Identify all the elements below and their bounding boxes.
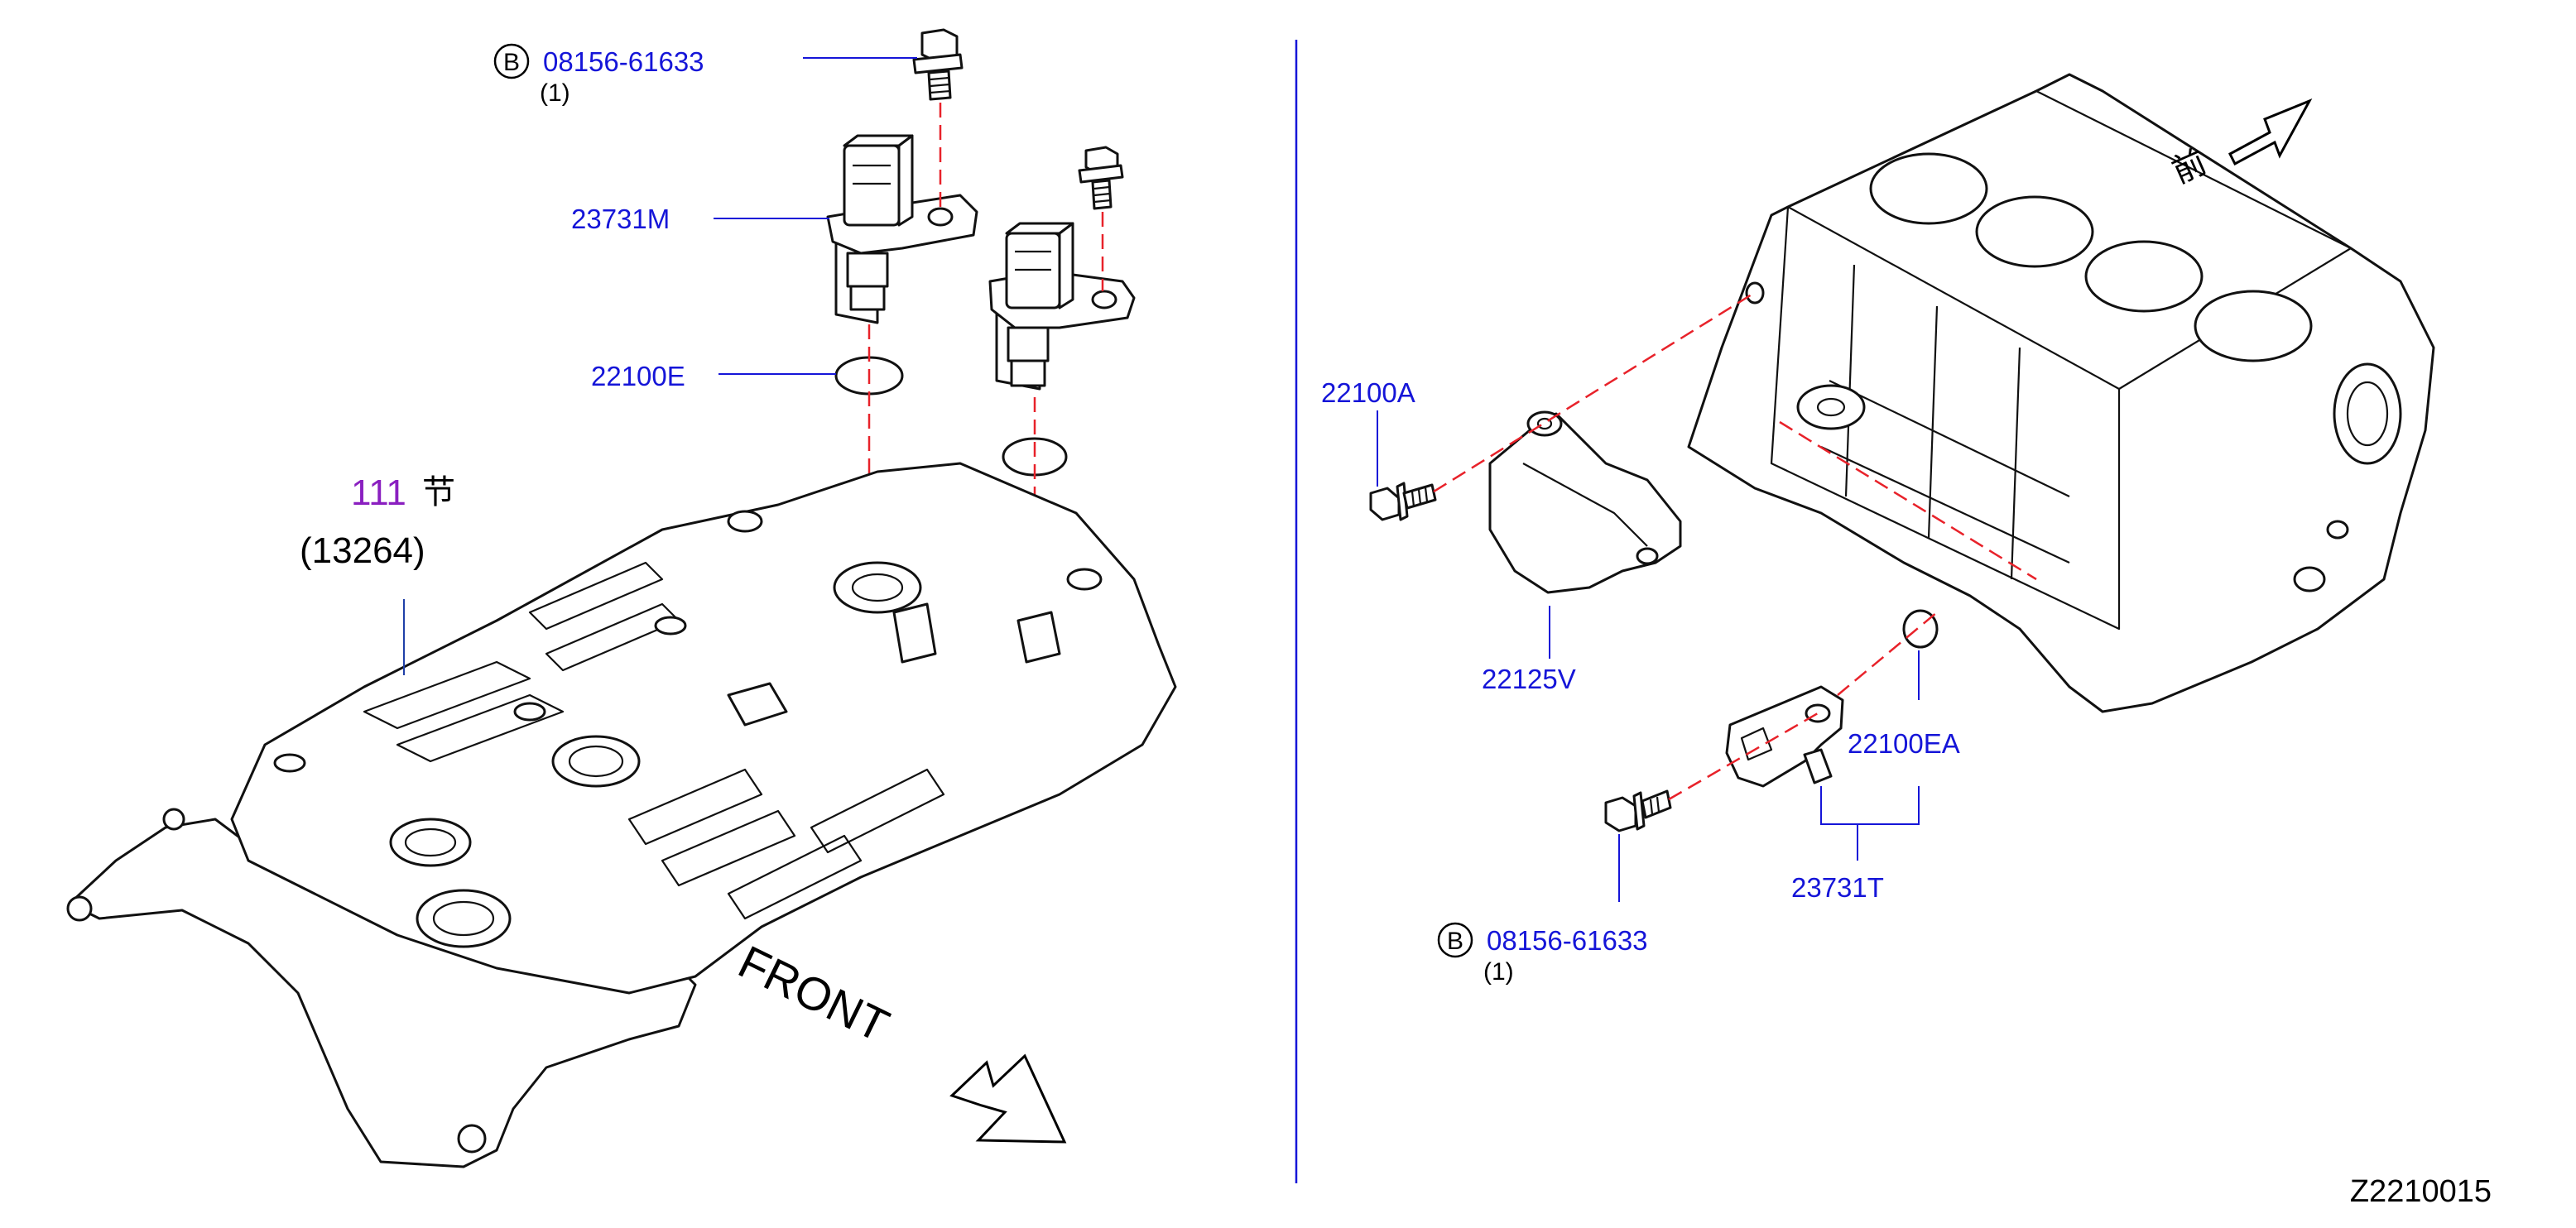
part-label-22125V[interactable]: 22125V [1482, 664, 1576, 694]
cylinder-block-icon[interactable] [1687, 73, 2435, 713]
front-label: FRONT [731, 935, 897, 1052]
part-label-08156-61633-2[interactable]: 08156-61633 [1487, 925, 1648, 956]
assembly-line-5 [1433, 293, 1752, 493]
camshaft-sensor-icon-2[interactable] [988, 222, 1136, 391]
bolt-icon[interactable] [912, 28, 964, 101]
quantity-label-2: (1) [1483, 958, 1514, 986]
part-label-22100E[interactable]: 22100E [591, 361, 685, 391]
part-label-22100EA[interactable]: 22100EA [1848, 728, 1960, 759]
b-badge-icon [493, 43, 530, 79]
camshaft-sensor-icon[interactable] [826, 134, 978, 324]
part-label-23731M[interactable]: 23731M [571, 204, 670, 234]
section-kanji: 节 [422, 473, 455, 511]
b-badge-letter: B [503, 49, 520, 76]
part-label-22100A[interactable]: 22100A [1321, 377, 1415, 408]
front-arrow-icon-2 [2228, 98, 2313, 166]
crankshaft-sensor-icon[interactable] [1725, 685, 1844, 788]
quantity-label: (1) [540, 79, 570, 107]
rocker-cover-icon[interactable] [66, 462, 1177, 1168]
b-badge-icon-2 [1437, 922, 1473, 958]
callout-bracket-23731T [1820, 786, 1920, 861]
bolt-icon-4[interactable] [1604, 789, 1672, 832]
heat-shield-icon[interactable] [1488, 410, 1682, 594]
b-badge-letter-2: B [1447, 928, 1463, 955]
assembly-line-7 [1779, 420, 2037, 581]
part-label-23731T[interactable]: 23731T [1791, 872, 1884, 903]
drawing-id: Z2210015 [2350, 1174, 2492, 1209]
part-label-08156-61633[interactable]: 08156-61633 [543, 46, 704, 77]
front-arrow-icon [949, 1053, 1067, 1144]
assembly-line-6 [1668, 712, 1819, 801]
bolt-icon-2[interactable] [1078, 146, 1124, 210]
section-number[interactable]: 111 [351, 472, 406, 513]
reference-label-13264: (13264) [300, 530, 425, 571]
bolt-icon-3[interactable] [1369, 482, 1437, 521]
